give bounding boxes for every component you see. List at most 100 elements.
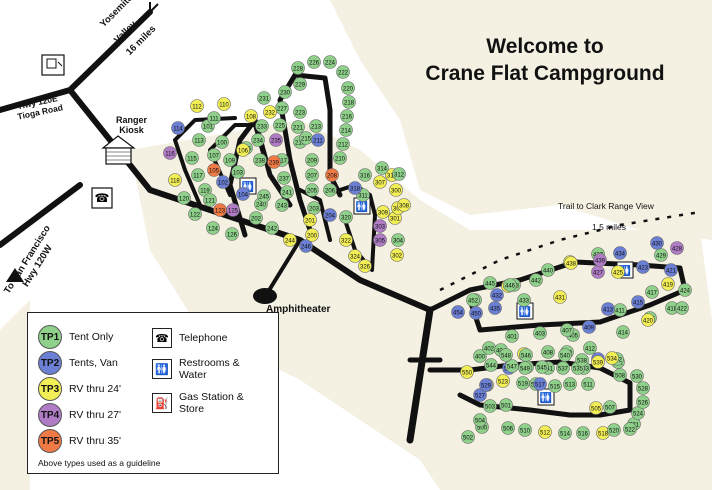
campsite-marker [223,153,237,167]
campsite-208: 208 [325,168,339,182]
campsite-number: 415 [633,300,644,306]
campsite-number: 440 [543,268,554,274]
campsite-214: 214 [339,123,353,137]
campsite-marker [339,123,353,137]
campsite-marker [533,377,547,391]
campsite-marker [299,239,313,253]
campsite-marker [323,55,337,69]
label-ranger-kiosk: Ranger Kiosk [116,115,147,135]
campsite-number: 545 [537,365,548,371]
campsite-number: 242 [267,226,278,232]
loop-200-a [277,72,343,233]
campsite-marker [473,349,487,363]
campsite-210: 210 [333,151,347,165]
campsite-number: 414 [618,330,629,336]
campsite-marker [488,301,502,315]
campsite-number: 529 [481,383,492,389]
campsite-number: 210 [335,156,346,162]
campsite-marker [373,175,387,189]
loop-200-b [227,117,293,238]
campsite-number: 100 [217,140,228,146]
campsite-marker [575,353,589,367]
campsite-marker [390,248,404,262]
campsite-number: 310 [387,173,398,179]
campsite-marker [305,153,319,167]
campsite-number: 234 [253,138,264,144]
campsite-514: 514 [558,426,572,440]
campsite-marker [348,249,362,263]
campsite-marker [490,288,504,302]
campsite-marker [215,135,229,149]
campsite-number: 537 [558,366,569,372]
campsite-marker [217,97,231,111]
campsite-marker [303,213,317,227]
map-legend: TP1 Tent Only TP2 Tents, Van TP3 RV thru… [27,312,279,474]
legend-row-restrooms: 🚻 Restrooms & Water [152,357,240,381]
campsite-marker [461,430,475,444]
campsite-547: 547 [505,359,519,373]
campsite-124: 124 [206,221,220,235]
campsite-223: 223 [293,105,307,119]
campsite-marker [305,183,319,197]
campsite-502: 502 [461,430,475,444]
campsite-549: 549 [518,361,532,375]
campsite-number: 431 [555,295,566,301]
campsite-marker [501,421,515,435]
campsite-number: 442 [531,278,542,284]
campsite-number: 506 [503,426,514,432]
campsite-546: 546 [519,348,533,362]
campsite-number: 544 [486,363,497,369]
campsite-marker [293,105,307,119]
legend-label-restrooms-l1: Restrooms & [179,357,240,369]
campsite-number: 445 [485,281,496,287]
campsite-505: 505 [589,401,603,415]
campsite-marker [583,341,597,355]
legend-dot-tp1: TP1 [38,325,62,349]
campsite-marker [460,365,474,379]
campsite-number: 430 [652,241,663,247]
campsite-number: 116 [165,151,175,157]
campsite-544: 544 [484,358,498,372]
campsite-305: 305 [373,233,387,247]
campsite-115: 115 [185,151,199,165]
campsite-427: 427 [591,265,605,279]
campsite-marker [505,329,519,343]
campsite-110: 110 [217,97,231,111]
campsite-marker [548,379,562,393]
campsite-113: 113 [192,133,206,147]
campsite-marker [171,121,185,135]
campsite-number: 240 [256,202,267,208]
gas-station-icon [41,54,65,76]
campsite-marker [339,233,353,247]
legend-label-gas-l2: Store [179,403,205,415]
campsite-marker [535,360,549,374]
campsite-number: 508 [615,373,626,379]
campsite-503: 503 [483,399,497,413]
campsite-number: 435 [490,306,501,312]
campsite-108: 108 [244,109,258,123]
campsite-445: 445 [483,276,497,290]
campsite-number: 538 [577,358,588,364]
campsite-marker [244,109,258,123]
campsite-number: 213 [311,124,322,130]
legend-label-restrooms: Restrooms & Water [179,357,240,381]
campsite-marker [255,119,269,133]
campsite-231: 231 [257,91,271,105]
campsite-513: 513 [563,377,577,391]
campsite-107: 107 [207,148,221,162]
campsite-marker [560,323,574,337]
campsite-number: 102 [218,180,229,186]
campsite-425: 425 [611,265,625,279]
campsite-number: 514 [560,431,571,437]
campsite-number: 318 [350,186,361,192]
campsite-235: 235 [269,133,283,147]
campsite-number: 548 [501,353,512,359]
campsite-number: 208 [327,173,338,179]
campsite-number: 316 [360,173,371,179]
legend-row-tp4: TP4 RV thru 27' [38,403,121,427]
campsite-207: 207 [305,168,319,182]
campsite-marker [473,388,487,402]
campsite-number: 237 [279,176,290,182]
campsite-227: 227 [275,101,289,115]
campsite-322: 322 [339,233,353,247]
